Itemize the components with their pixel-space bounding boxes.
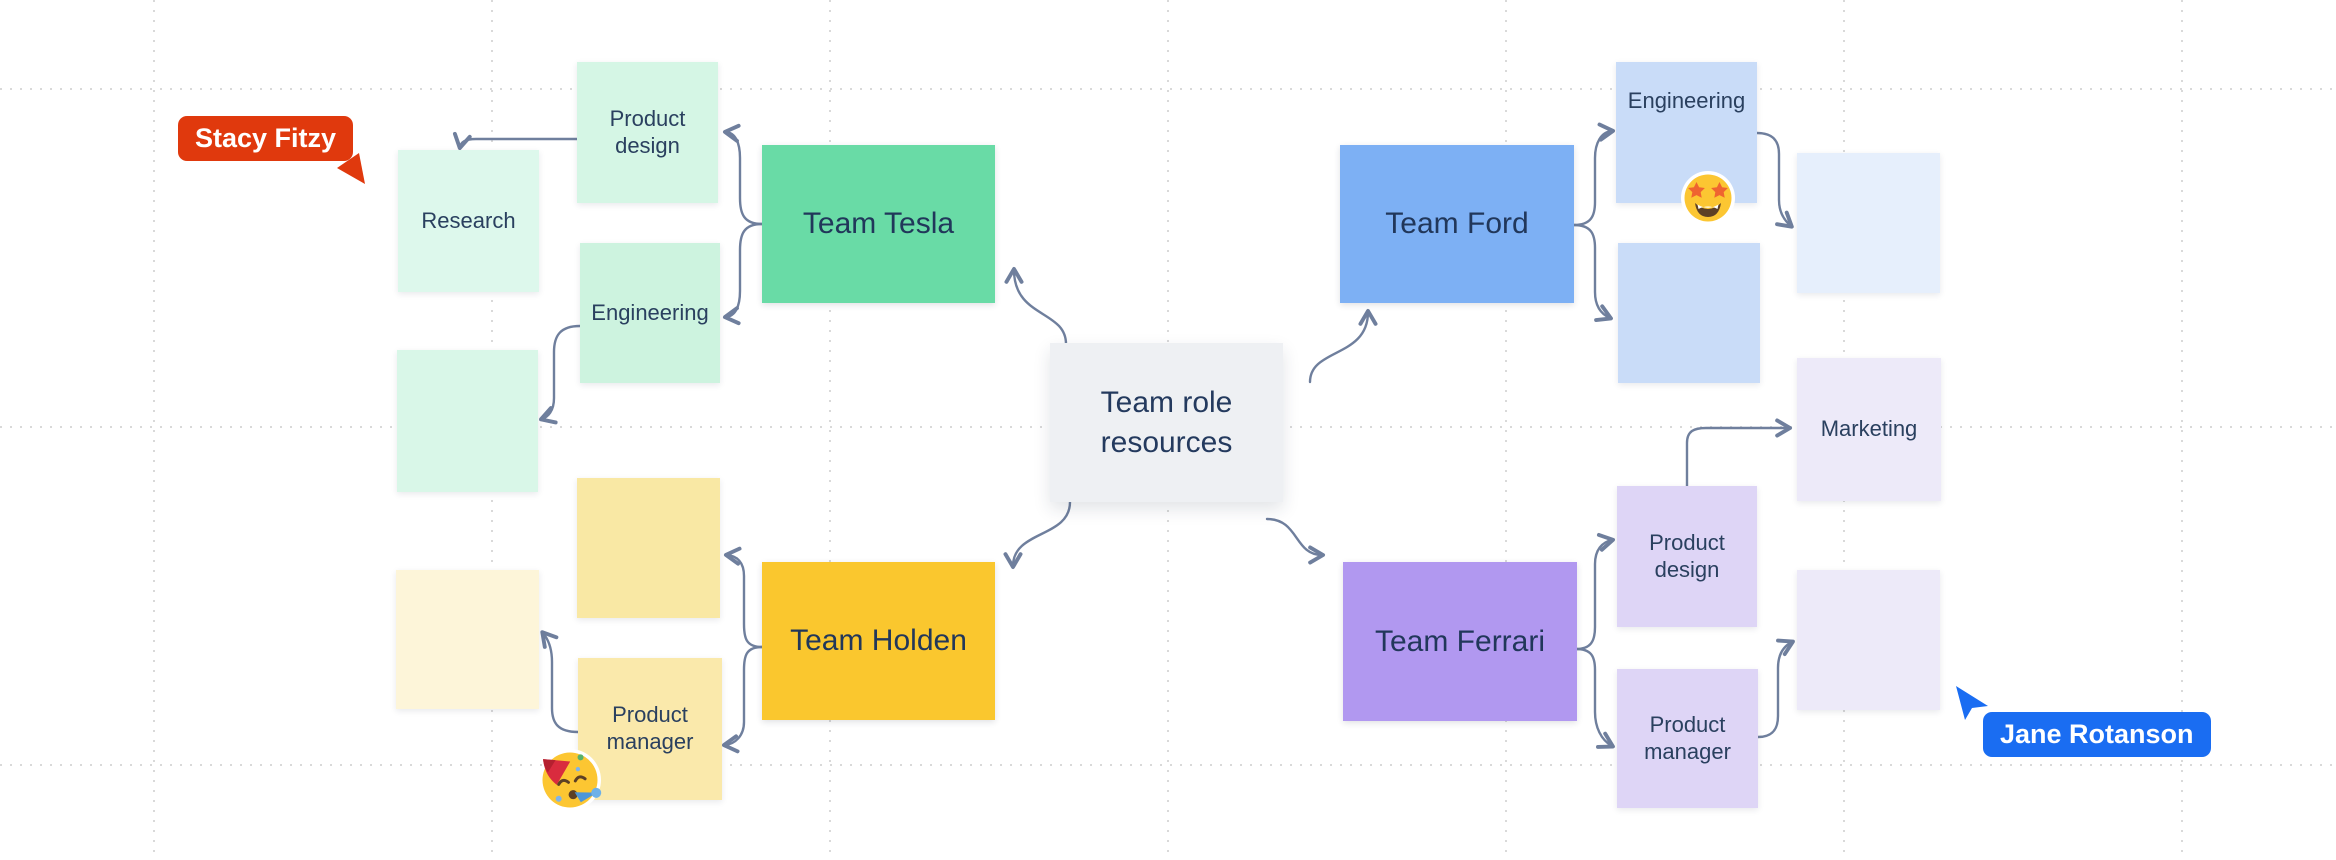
connector-ford-to-blank-note[interactable] [1572, 223, 1613, 323]
sticky-note-holden-product-manager[interactable]: Product manager [578, 658, 722, 800]
connector-product-design-to-marketing[interactable] [1685, 418, 1793, 488]
connector-ford-engineering-to-pale-note[interactable] [1755, 131, 1794, 229]
sticky-note-label: Research [421, 207, 516, 233]
sticky-note-tesla-blank[interactable] [397, 350, 538, 492]
sticky-note-label: Engineering [1627, 88, 1746, 113]
cursor-user-name: Stacy Fitzy [195, 123, 337, 153]
sticky-note-label: Product design [609, 105, 686, 158]
cursor-user-name: Jane Rotanson [2000, 719, 2194, 749]
connector-holden-to-product-manager[interactable] [721, 645, 764, 754]
team-box-ferrari[interactable]: Team Ferrari [1343, 562, 1577, 721]
central-topic-team-role-resources[interactable]: Team role resources [1050, 343, 1283, 502]
connector-topic-to-ferrari[interactable] [1265, 517, 1326, 565]
team-box-label: Team Ford [1385, 207, 1529, 240]
sticky-note-label: Marketing [1820, 416, 1918, 442]
sticky-note-label: Engineering [591, 299, 709, 325]
connector-tesla-to-engineering[interactable] [722, 222, 764, 326]
sticky-note-label: Product design [1649, 529, 1725, 582]
connector-ferrari-to-product-design[interactable] [1574, 532, 1616, 651]
connector-engineering-to-blank-note[interactable] [539, 324, 582, 425]
central-topic-label: Team role resources [1100, 385, 1233, 459]
connector-tesla-to-product-design[interactable] [722, 123, 764, 226]
connector-product-manager-to-pale-note[interactable] [540, 630, 580, 734]
sticky-note-ferrari-product-design[interactable]: Product design [1617, 486, 1757, 627]
partying-face-emoji[interactable] [536, 746, 604, 814]
sticky-note-holden-pale-blank[interactable] [396, 570, 539, 709]
jane-cursor-icon [1956, 686, 1988, 720]
star-struck-emoji[interactable] [1680, 170, 1736, 226]
sticky-note-holden-blank[interactable] [577, 478, 720, 618]
team-box-label: Team Ferrari [1374, 624, 1546, 658]
sticky-note-ferrari-pale-blank[interactable] [1797, 570, 1940, 710]
sticky-note-ford-engineering[interactable]: Engineering [1616, 62, 1757, 203]
sticky-note-ford-pale-blank[interactable] [1797, 153, 1940, 293]
cursor-label-jane: Jane Rotanson [1983, 712, 2211, 757]
connector-ferrari-to-product-manager[interactable] [1574, 647, 1615, 749]
connector-topic-to-holden[interactable] [1003, 500, 1072, 570]
team-box-ford[interactable]: Team Ford [1340, 145, 1574, 303]
sticky-note-label: Product manager [606, 702, 694, 754]
connector-topic-to-tesla[interactable] [1004, 266, 1068, 346]
sticky-note-tesla-engineering[interactable]: Engineering [580, 243, 720, 383]
stacy-cursor-icon [337, 153, 365, 184]
team-box-label: Team Holden [790, 624, 967, 657]
sticky-note-ferrari-marketing[interactable]: Marketing [1797, 358, 1941, 501]
team-box-holden[interactable]: Team Holden [762, 562, 995, 720]
connector-product-design-to-research[interactable] [452, 131, 579, 151]
sticky-note-ford-blank[interactable] [1618, 243, 1760, 383]
team-box-label: Team Tesla [802, 207, 955, 240]
connector-holden-to-top-note[interactable] [723, 546, 764, 649]
connector-product-manager-to-pale-lavender[interactable] [1756, 638, 1795, 739]
team-box-tesla[interactable]: Team Tesla [762, 145, 995, 303]
cursor-label-stacy: Stacy Fitzy [178, 116, 354, 161]
sticky-note-ferrari-product-manager[interactable]: Product manager [1617, 669, 1758, 808]
connector-topic-to-ford[interactable] [1308, 308, 1378, 384]
sticky-note-tesla-research[interactable]: Research [398, 150, 539, 292]
sticky-note-label: Product manager [1644, 711, 1731, 764]
connector-ford-to-engineering[interactable] [1572, 122, 1616, 227]
sticky-note-tesla-product-design[interactable]: Product design [577, 62, 718, 203]
